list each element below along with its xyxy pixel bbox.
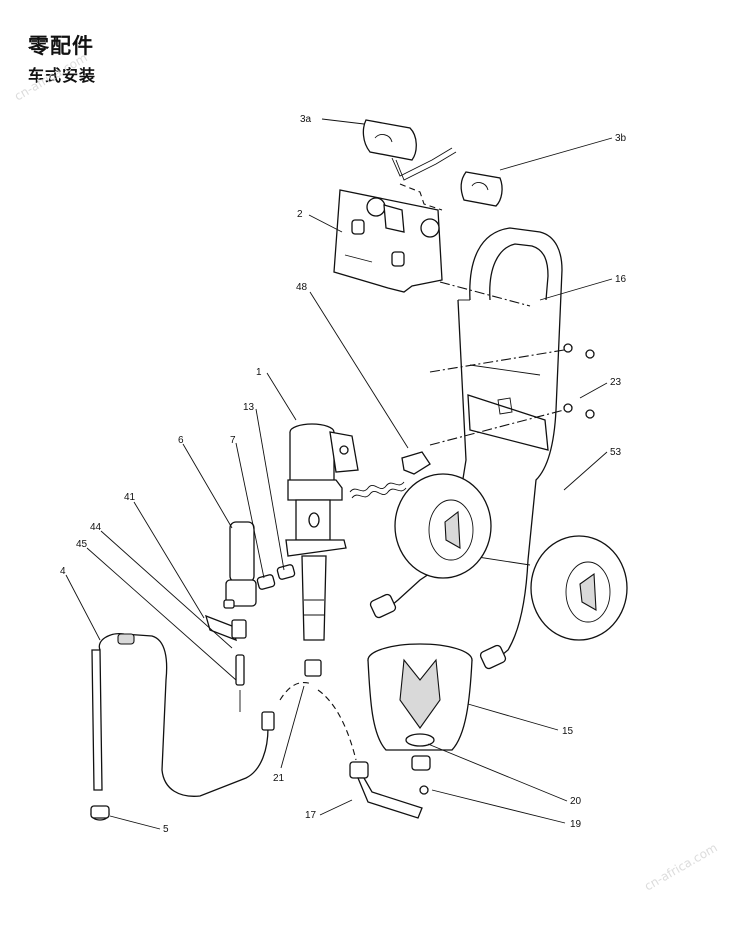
callout-48: 48 [296, 282, 308, 293]
callout-7: 7 [230, 435, 236, 446]
callout-19: 19 [570, 819, 582, 830]
callout-45: 45 [76, 539, 88, 550]
panel-mount-line [439, 281, 531, 307]
callout-41: 41 [124, 492, 136, 503]
bolts-23 [429, 343, 595, 446]
coil-hose [349, 451, 431, 499]
hopper [367, 643, 473, 771]
washer-19 [419, 785, 429, 795]
pump-assembly [285, 423, 359, 677]
page-subtitle: 车式安装 [28, 66, 97, 85]
control-panel [333, 183, 443, 293]
callout-3a: 3a [300, 114, 312, 125]
cart-frame [369, 227, 563, 670]
callout-2: 2 [297, 209, 303, 220]
strainer [90, 805, 110, 821]
suction-hose [91, 633, 275, 797]
fitting-13 [276, 564, 296, 580]
callout-5: 5 [163, 824, 169, 835]
drain-line-21b [317, 689, 357, 761]
right-wheel [530, 535, 628, 641]
callout-17: 17 [305, 810, 317, 821]
drain-line-21 [279, 682, 313, 701]
leader-lines [65, 118, 613, 830]
callout-44: 44 [90, 522, 102, 533]
page-title: 零配件 [28, 34, 94, 58]
cover-3b [460, 171, 503, 207]
return-tube [349, 761, 423, 819]
callout-4: 4 [60, 566, 66, 577]
fitting-7 [256, 574, 276, 590]
nipple-45 [235, 654, 245, 712]
left-wheel [394, 473, 492, 579]
swivel-41 [205, 614, 247, 642]
cover-3a [362, 119, 457, 181]
callout-15: 15 [562, 726, 574, 737]
callout-23: 23 [610, 377, 622, 388]
callout-21: 21 [273, 773, 285, 784]
callout-53: 53 [610, 447, 622, 458]
filter [223, 521, 257, 609]
callout-1: 1 [256, 367, 262, 378]
callout-labels: 3a 3b 2 16 48 1 13 23 6 7 53 41 44 45 4 … [60, 114, 627, 835]
callout-16: 16 [615, 274, 627, 285]
callout-6: 6 [178, 435, 184, 446]
callout-20: 20 [570, 796, 582, 807]
callout-13: 13 [243, 402, 255, 413]
callout-3b: 3b [615, 133, 627, 144]
